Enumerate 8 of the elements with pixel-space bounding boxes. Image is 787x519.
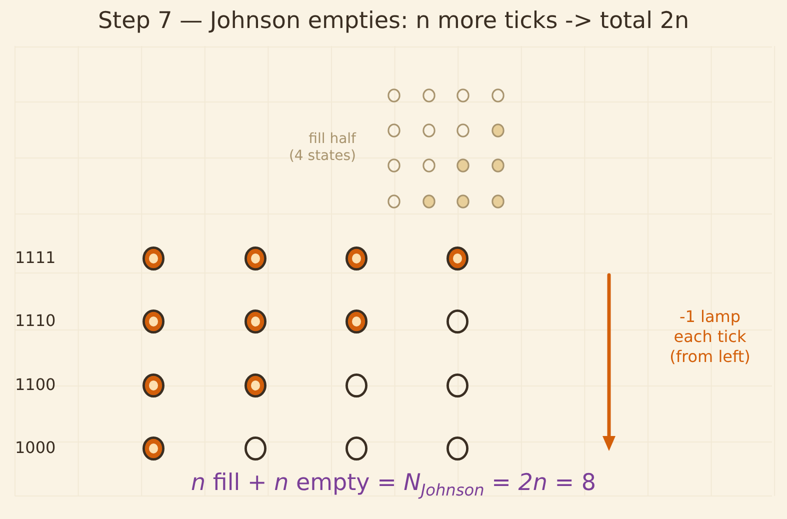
formula-caption: n fill + n empty = N$_{Johnson}$ = 2n = 8 xyxy=(190,470,597,500)
row-label: 1000 xyxy=(15,438,56,458)
row-label: 1110 xyxy=(15,311,56,331)
row-label: 1100 xyxy=(15,375,56,395)
note-text: fill half (4 states) xyxy=(288,130,356,166)
annotation-text: -1 lamp each tick (from left) xyxy=(670,307,750,367)
diagram-title: Step 7 — Johnson empties: n more ticks -> total 2n xyxy=(96,8,690,34)
row-label: 1111 xyxy=(15,248,56,268)
